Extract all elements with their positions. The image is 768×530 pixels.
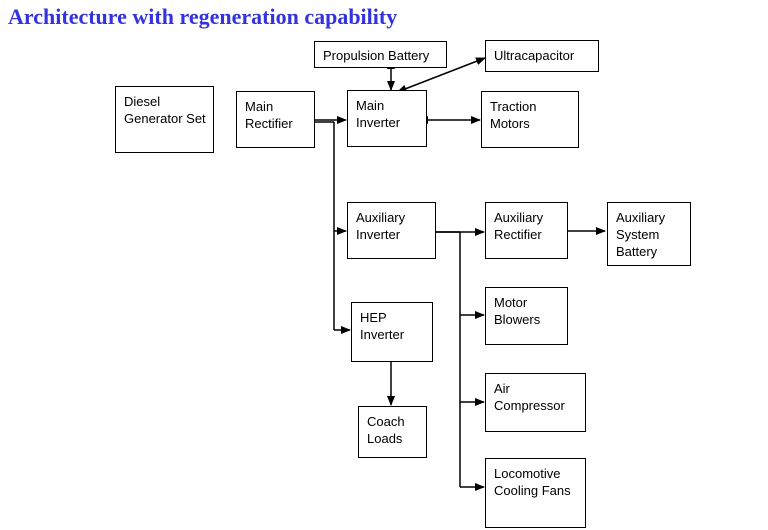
traction-motors-block: Traction Motors [481,91,579,148]
hep-inverter-block: HEP Inverter [351,302,433,362]
auxiliary-system-battery-block: Auxiliary System Battery [607,202,691,266]
locomotive-cooling-fans-block: Locomotive Cooling Fans [485,458,586,528]
propulsion-battery-block: Propulsion Battery [314,41,447,68]
page-title: Architecture with regeneration capabilit… [8,4,398,29]
ultracapacitor-block: Ultracapacitor [485,40,599,72]
diesel-generator-set-block: Diesel Generator Set [115,86,214,153]
coach-loads-block: Coach Loads [358,406,427,458]
main-rectifier-block: Main Rectifier [236,91,315,148]
auxiliary-rectifier-block: Auxiliary Rectifier [485,202,568,259]
main-inverter-block: Main Inverter [347,90,427,147]
motor-blowers-block: Motor Blowers [485,287,568,345]
auxiliary-inverter-block: Auxiliary Inverter [347,202,436,259]
air-compressor-block: Air Compressor [485,373,586,432]
ultracap-inverter-arrow [396,57,486,93]
